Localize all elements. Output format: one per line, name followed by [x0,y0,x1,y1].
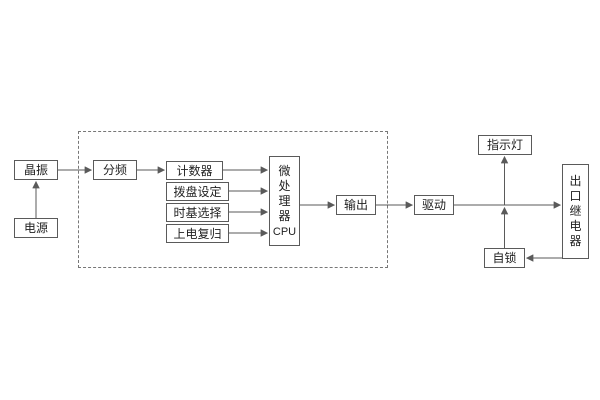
block-frequency-divider: 分频 [93,160,137,180]
cpu-label: CPU [272,225,297,238]
block-crystal-oscillator: 晶振 [14,160,58,180]
block-timebase-select: 时基选择 [166,203,229,222]
block-dial-setting: 拨盘设定 [166,182,229,201]
block-indicator-lamp: 指示灯 [478,135,532,155]
block-counter: 计数器 [166,161,223,180]
block-power-on-reset: 上电复归 [166,224,229,243]
block-microprocessor-cpu: 微处理器 CPU [269,156,300,246]
block-self-lock: 自锁 [484,248,525,268]
block-output: 输出 [336,195,376,215]
block-drive: 驱动 [414,195,454,215]
block-power-supply: 电源 [14,218,58,238]
dashed-group-box [78,131,388,268]
block-output-relay: 出口继电器 [562,164,589,259]
mcu-label: 微处理器 [278,163,291,223]
output-relay-label: 出口继电器 [569,174,582,248]
